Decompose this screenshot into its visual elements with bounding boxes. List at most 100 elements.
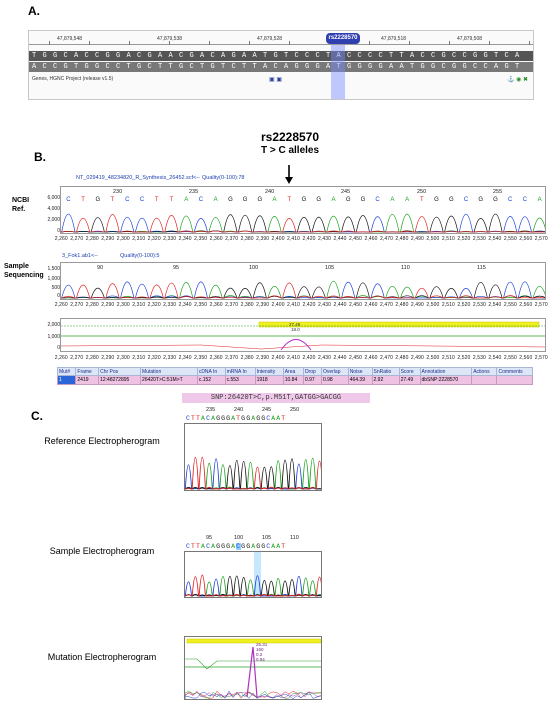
axis-tick-label: 2,280 bbox=[85, 302, 99, 308]
noise-trace bbox=[61, 344, 545, 350]
axis-tick-label: 2,270 bbox=[70, 236, 84, 242]
sample-position-number: 90 bbox=[97, 265, 103, 271]
axis-tick-label: 2,410 bbox=[287, 236, 301, 242]
trace-T bbox=[185, 456, 321, 490]
mutation-value-label: 25.31 bbox=[256, 642, 268, 647]
base-letter: A bbox=[271, 543, 277, 550]
table-cell: 27.49 bbox=[398, 375, 421, 385]
position-number: 250 bbox=[290, 407, 300, 413]
base-call-letter: C bbox=[140, 197, 145, 203]
axis-tick-label: 2,470 bbox=[379, 302, 393, 308]
base-letter: C bbox=[186, 543, 192, 550]
axis-tick-label: 2,440 bbox=[333, 302, 347, 308]
axis-tick-label: 2,560 bbox=[519, 355, 533, 361]
axis-tick-label: 2,460 bbox=[364, 355, 378, 361]
table-header-cell[interactable]: Frame bbox=[75, 367, 100, 376]
axis-tick-label: 2,470 bbox=[379, 355, 393, 361]
mutation-value-label: 0.2 bbox=[256, 652, 263, 657]
ncbi-label-line2: Ref. bbox=[12, 206, 26, 213]
position-number: 95 bbox=[206, 535, 213, 541]
mutation-peak bbox=[246, 646, 258, 698]
base-letter: T bbox=[196, 543, 202, 550]
base-letter: G bbox=[246, 415, 252, 422]
base-letter: C bbox=[186, 415, 192, 422]
table-cell: 464.39 bbox=[347, 375, 373, 385]
base-call-letter: G bbox=[302, 197, 307, 203]
axis-tick-label: 2,490 bbox=[410, 302, 424, 308]
axis-tick-label: 2,260 bbox=[54, 302, 68, 308]
base-letter: G bbox=[226, 415, 232, 422]
track-toggle-icons[interactable]: ▣ ▣ bbox=[269, 77, 283, 83]
table-header-cell[interactable]: Comments bbox=[496, 367, 533, 376]
trace-T bbox=[61, 282, 545, 299]
table-cell: c.553 bbox=[224, 375, 256, 385]
table-header-cell[interactable]: Mutation bbox=[140, 367, 198, 376]
base-call-letter: T bbox=[81, 197, 85, 203]
base-call-letter: G bbox=[257, 197, 262, 203]
axis-tick-label: 2,340 bbox=[178, 302, 192, 308]
table-header-cell[interactable]: Annotation bbox=[419, 367, 473, 376]
axis-tick-label: 2,370 bbox=[225, 355, 239, 361]
position-number: 110 bbox=[290, 535, 299, 541]
ncbi-ytick-4000: 4,000 bbox=[47, 206, 60, 212]
table-header-cell[interactable]: mRNA In bbox=[224, 367, 256, 376]
baseline-noise-trace bbox=[185, 690, 321, 699]
sample-ytick-500: 500 bbox=[51, 285, 60, 291]
table-header-cell[interactable]: Drop bbox=[302, 367, 322, 376]
axis-tick-label: 2,370 bbox=[225, 236, 239, 242]
table-header-cell[interactable]: SnRatio bbox=[371, 367, 400, 376]
snp-rsid-title: rs2228570 bbox=[260, 130, 320, 144]
table-header-cell[interactable]: Chr Pos bbox=[98, 367, 142, 376]
base-letter: T bbox=[281, 415, 287, 422]
axis-tick-label: 2,390 bbox=[256, 302, 270, 308]
position-number: 245 bbox=[262, 407, 272, 413]
table-cell: 1 bbox=[56, 375, 77, 385]
axis-tick-label: 2,290 bbox=[101, 236, 115, 242]
sample-ytick-0: 0 bbox=[57, 293, 60, 299]
base-call-letter: A bbox=[214, 197, 218, 203]
table-header-cell[interactable]: Area bbox=[282, 367, 304, 376]
ncbi-file-name: NT_029419_48234820_R_Synthesis_26452.scf… bbox=[76, 175, 200, 181]
axis-tick-label: 2,520 bbox=[457, 236, 471, 242]
base-letter: G bbox=[226, 543, 232, 550]
axis-tick-label: 2,320 bbox=[147, 302, 161, 308]
table-header-cell[interactable]: Intensity bbox=[254, 367, 284, 376]
table-header-cell[interactable]: Mut# bbox=[56, 367, 77, 376]
base-letter: A bbox=[276, 543, 282, 550]
axis-tick-label: 2,280 bbox=[85, 355, 99, 361]
sample-position-number: 115 bbox=[477, 265, 486, 271]
sample-position-number: 110 bbox=[401, 265, 410, 271]
axis-tick-label: 2,300 bbox=[116, 302, 130, 308]
axis-tick-label: 2,560 bbox=[519, 302, 533, 308]
sample-position-number: 95 bbox=[173, 265, 179, 271]
table-header-cell[interactable]: Noise bbox=[347, 367, 373, 376]
snp-arrow-icon bbox=[285, 165, 293, 184]
sample-ytick-1000: 1,000 bbox=[47, 276, 60, 282]
base-call-letter: T bbox=[111, 197, 115, 203]
base-call-letter: C bbox=[199, 197, 204, 203]
table-header-cell[interactable]: Score bbox=[398, 367, 421, 376]
table-cell: 10.84 bbox=[282, 375, 304, 385]
snp-marker-tag[interactable]: rs2228570 bbox=[326, 33, 360, 44]
sample-sequence: CTTACAGGGACGGAGGCAAT bbox=[186, 543, 286, 550]
sample-quality: Quality(0-100):5 bbox=[120, 253, 160, 259]
axis-tick-label: 2,520 bbox=[457, 355, 471, 361]
table-header-cell[interactable]: Overlap bbox=[320, 367, 349, 376]
ncbi-position-number: 245 bbox=[341, 189, 350, 195]
base-letter: T bbox=[236, 415, 242, 422]
trace-T bbox=[185, 574, 321, 597]
base-letter: C bbox=[206, 543, 212, 550]
axis-tick-label: 2,380 bbox=[240, 302, 254, 308]
table-cell: c.152 bbox=[196, 375, 226, 385]
axis-tick-label: 2,270 bbox=[70, 355, 84, 361]
base-call-letter: G bbox=[228, 197, 233, 203]
axis-tick-label: 2,340 bbox=[178, 355, 192, 361]
panel-b-label: B. bbox=[34, 150, 46, 164]
position-number: 240 bbox=[234, 407, 244, 413]
table-header-cell[interactable]: Actions bbox=[471, 367, 498, 376]
trace-A bbox=[61, 280, 545, 299]
table-header-cell[interactable]: cDNA In bbox=[196, 367, 226, 376]
mutation-peak-label-2: 18.0 bbox=[291, 327, 300, 332]
track-settings-icons[interactable]: ⚓ ◉ ✖ bbox=[507, 77, 529, 83]
